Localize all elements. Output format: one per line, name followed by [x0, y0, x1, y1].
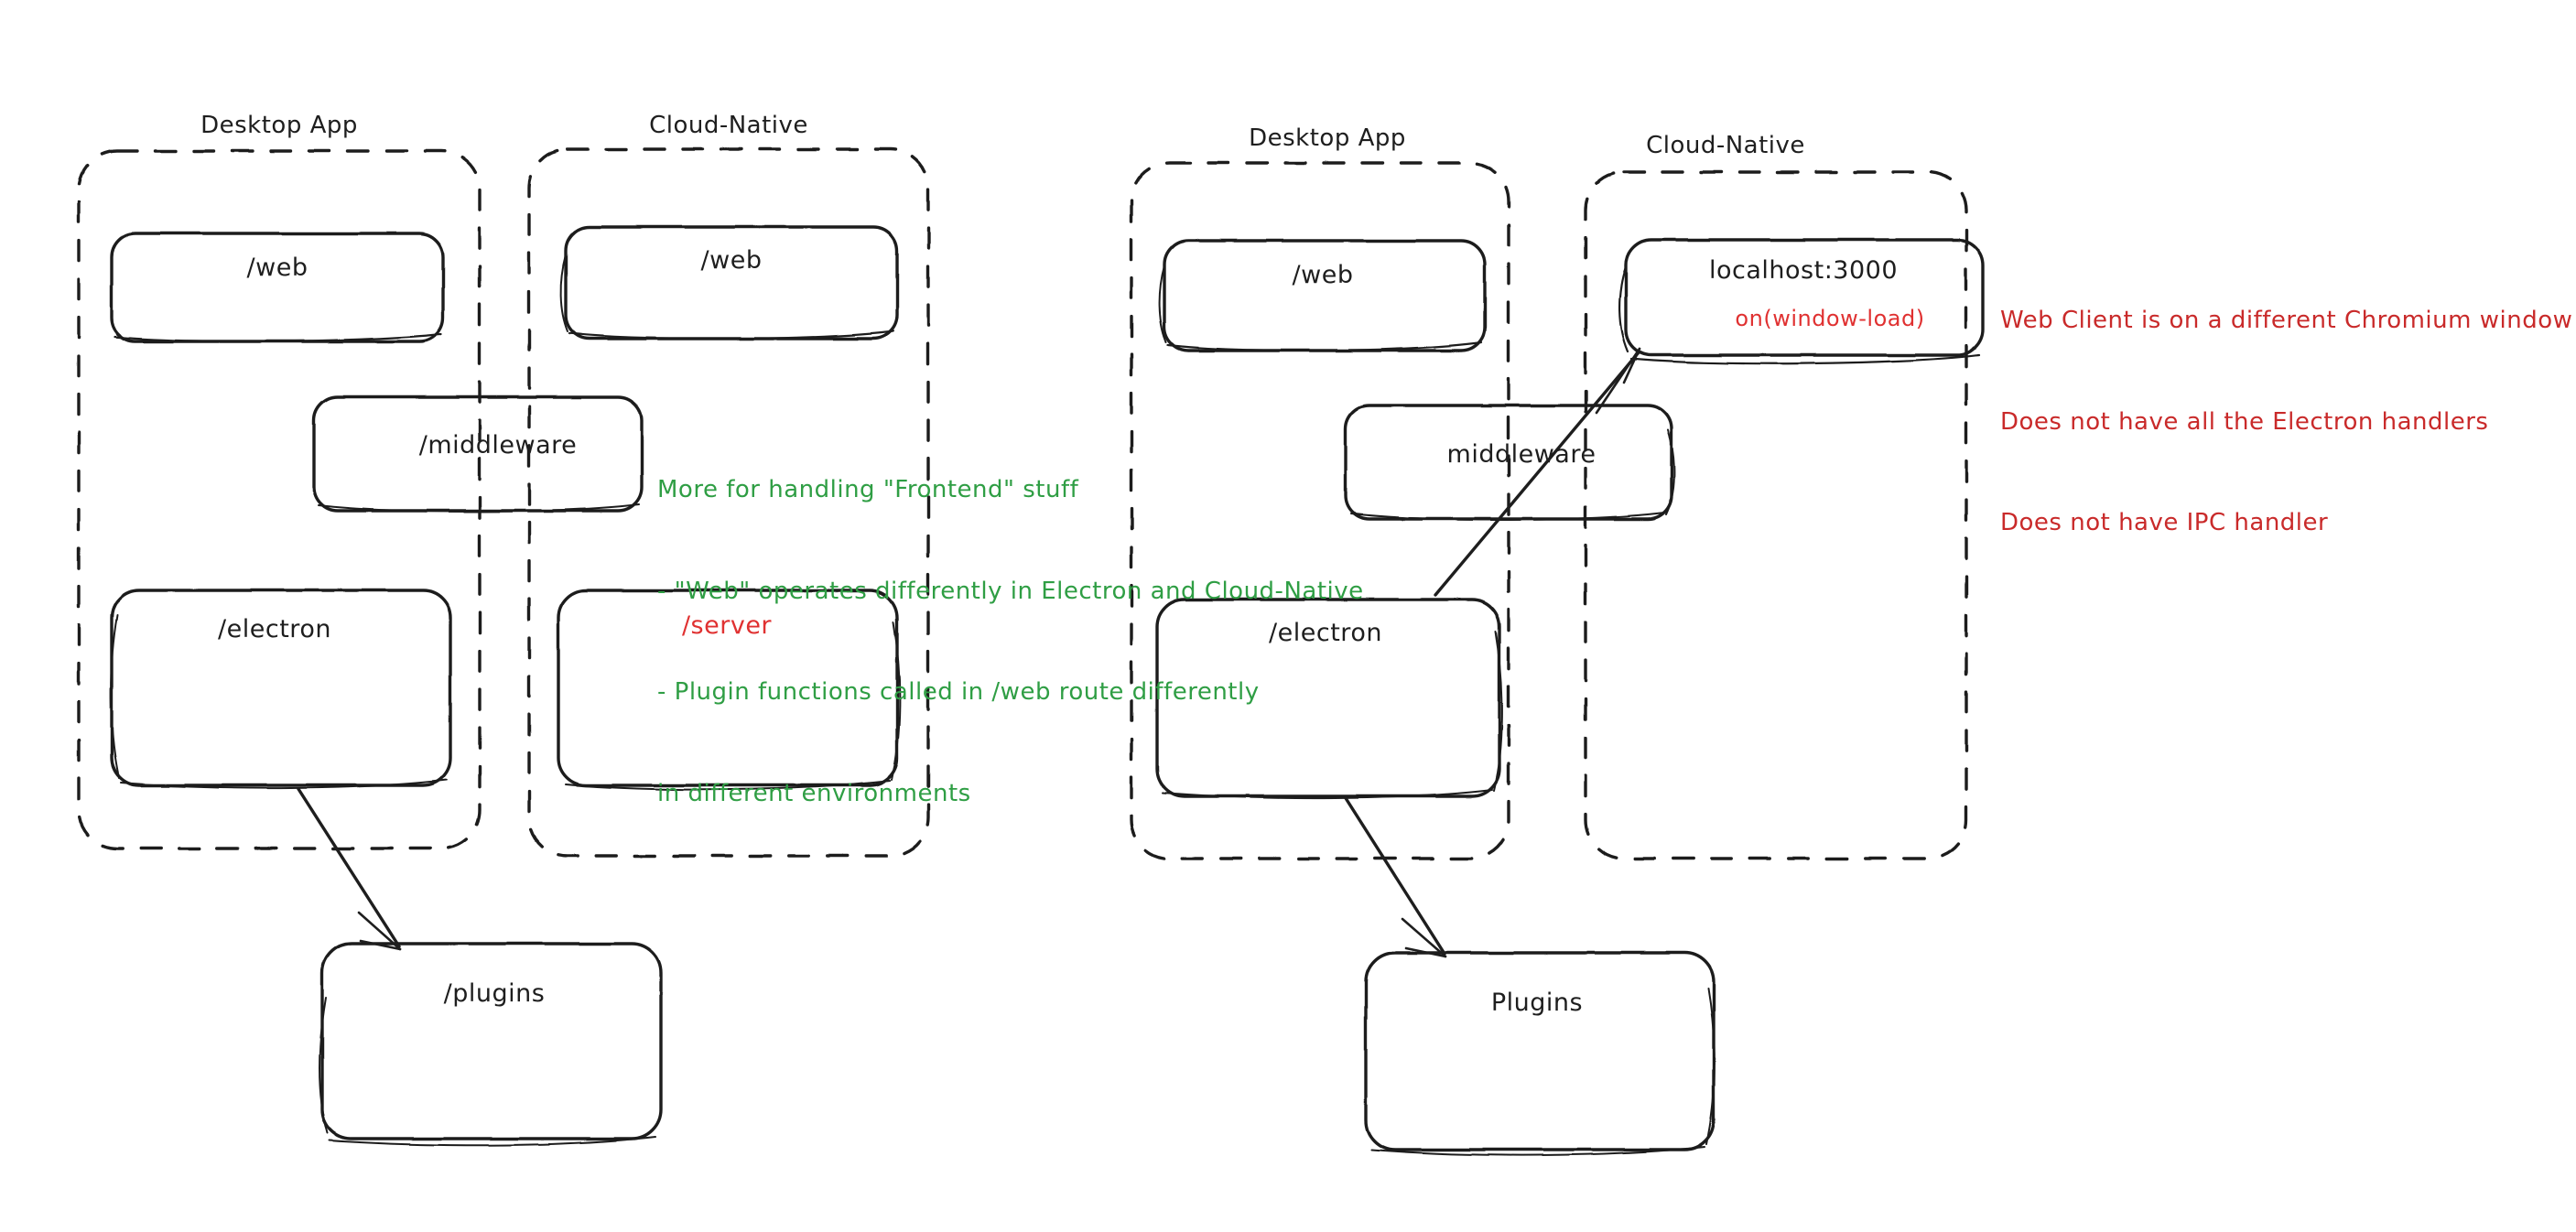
left-server-box [557, 589, 901, 791]
right-desktop-web-box [1158, 239, 1487, 352]
left-electron-to-plugins-arrow [297, 787, 402, 951]
right-electron-to-localhost-arrow [1434, 347, 1641, 597]
right-electron-to-plugins-arrow [1344, 796, 1447, 958]
left-plugins-box [319, 942, 663, 1147]
right-electron-box [1155, 598, 1503, 800]
right-desktop-app-container [1130, 161, 1510, 860]
left-middleware-box [312, 395, 644, 513]
right-plugins-box [1364, 951, 1716, 1157]
right-localhost-box [1618, 238, 1985, 365]
left-electron-box [110, 589, 452, 790]
left-cloud-web-box [559, 225, 899, 340]
left-desktop-app-container [77, 149, 482, 850]
right-middleware-box [1344, 404, 1675, 522]
left-desktop-web-box [110, 232, 445, 343]
left-cloud-native-container [527, 147, 930, 858]
right-cloud-native-container [1584, 170, 1968, 860]
